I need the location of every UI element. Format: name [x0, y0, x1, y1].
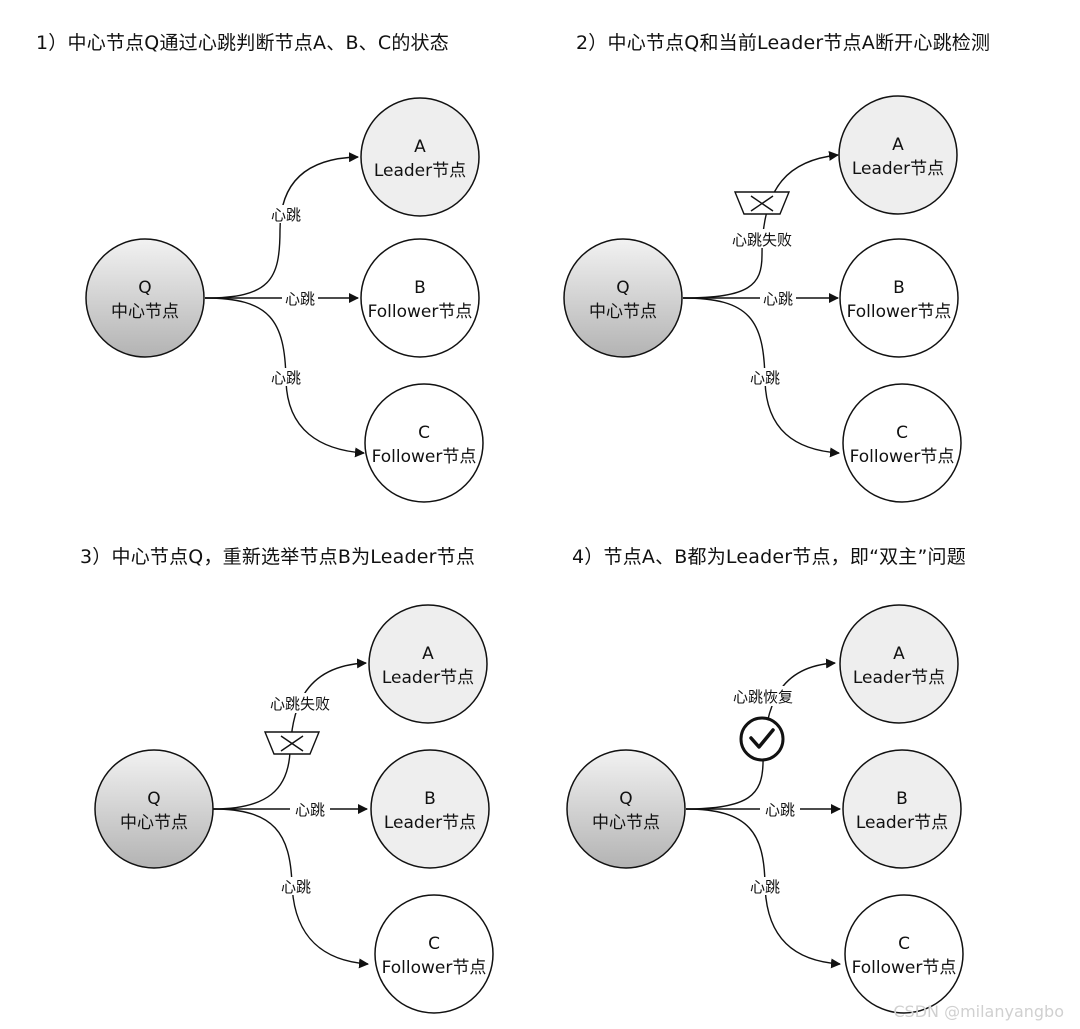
node-b-name: B — [424, 789, 436, 809]
node-q-name: Q — [147, 789, 160, 809]
node-a: A Leader节点 — [838, 95, 958, 215]
edge-label-a: 心跳 — [271, 206, 301, 224]
node-c-role: Follower节点 — [850, 447, 955, 467]
node-b-role: Follower节点 — [847, 302, 952, 322]
edge-label-c: 心跳 — [271, 369, 301, 387]
node-a-role: Leader节点 — [374, 161, 466, 181]
crossed-trapezoid-icon — [263, 731, 321, 755]
node-q: Q 中心节点 — [85, 238, 205, 358]
watermark: CSDN @milanyangbo — [893, 1002, 1064, 1021]
node-c: C Follower节点 — [364, 383, 484, 503]
node-q: Q 中心节点 — [94, 749, 214, 869]
node-a-role: Leader节点 — [853, 668, 945, 688]
node-b-name: B — [893, 278, 905, 298]
node-q-name: Q — [619, 789, 632, 809]
node-q-role: 中心节点 — [111, 302, 179, 322]
node-a-name: A — [893, 644, 905, 664]
node-c: C Follower节点 — [844, 894, 964, 1014]
node-q-name: Q — [616, 278, 629, 298]
node-c-name: C — [418, 423, 430, 443]
node-a-role: Leader节点 — [382, 668, 474, 688]
node-a-name: A — [892, 135, 904, 155]
node-q: Q 中心节点 — [563, 238, 683, 358]
panel-title: 4）节点A、B都为Leader节点，即“双主”问题 — [572, 546, 966, 568]
panel-title: 1）中心节点Q通过心跳判断节点A、B、C的状态 — [36, 32, 449, 54]
edge-label-b: 心跳 — [285, 290, 315, 308]
diagram-4: 心跳恢复 心跳 心跳 Q 中心节点 A Leader节点 B Leader节点 … — [566, 604, 964, 1014]
diagram-1: 心跳 心跳 心跳 Q 中心节点 A Leader节点 B Follower节点 … — [85, 97, 484, 503]
edge-q-a — [685, 658, 836, 810]
node-c-name: C — [898, 934, 910, 954]
edge-label-c: 心跳 — [281, 878, 311, 896]
panel-2: 2）中心节点Q和当前Leader节点A断开心跳检测 心跳失败 心跳 心跳 Q 中… — [540, 0, 1080, 514]
node-b-name: B — [414, 278, 426, 298]
node-b: B Follower节点 — [360, 238, 480, 358]
edge-label-c: 心跳 — [750, 878, 780, 896]
edge-label-b: 心跳 — [765, 801, 795, 819]
node-a: A Leader节点 — [368, 604, 488, 724]
panel-4: 4）节点A、B都为Leader节点，即“双主”问题 心跳恢复 心跳 心跳 Q 中… — [540, 514, 1080, 1028]
panel-title: 2）中心节点Q和当前Leader节点A断开心跳检测 — [576, 32, 991, 54]
node-q-role: 中心节点 — [589, 302, 657, 322]
panel-3: 3）中心节点Q，重新选举节点B为Leader节点 心跳失败 心跳 心跳 Q 中心… — [0, 514, 540, 1028]
check-circle-icon — [739, 716, 785, 762]
node-b: B Leader节点 — [370, 749, 490, 869]
node-q-role: 中心节点 — [120, 813, 188, 833]
panel-title: 3）中心节点Q，重新选举节点B为Leader节点 — [80, 546, 476, 568]
node-b: B Follower节点 — [839, 238, 959, 358]
node-b-role: Follower节点 — [368, 302, 473, 322]
node-b-role: Leader节点 — [384, 813, 476, 833]
node-c-name: C — [428, 934, 440, 954]
node-a-name: A — [422, 644, 434, 664]
node-b-role: Leader节点 — [856, 813, 948, 833]
node-q-role: 中心节点 — [592, 813, 660, 833]
node-c-role: Follower节点 — [382, 958, 487, 978]
node-q-name: Q — [138, 278, 151, 298]
node-b-name: B — [896, 789, 908, 809]
edge-label-a: 心跳失败 — [732, 231, 792, 249]
node-a-name: A — [414, 137, 426, 157]
edge-label-c: 心跳 — [750, 369, 780, 387]
node-c-role: Follower节点 — [852, 958, 957, 978]
edge-label-b: 心跳 — [295, 801, 325, 819]
node-b: B Leader节点 — [842, 749, 962, 869]
node-c: C Follower节点 — [842, 383, 962, 503]
panel-1: 1）中心节点Q通过心跳判断节点A、B、C的状态 心跳 心跳 心跳 Q 中心节点 … — [0, 0, 540, 514]
node-q: Q 中心节点 — [566, 749, 686, 869]
node-a: A Leader节点 — [360, 97, 480, 217]
diagram-2: 心跳失败 心跳 心跳 Q 中心节点 A Leader节点 B Follower节… — [563, 95, 962, 503]
crossed-trapezoid-icon — [733, 191, 791, 215]
edge-label-a: 心跳恢复 — [733, 688, 793, 706]
edge-q-a — [204, 152, 359, 299]
diagram-3: 心跳失败 心跳 心跳 Q 中心节点 A Leader节点 B Leader节点 … — [94, 604, 494, 1014]
edge-label-a: 心跳失败 — [270, 695, 330, 713]
node-c: C Follower节点 — [374, 894, 494, 1014]
node-c-role: Follower节点 — [372, 447, 477, 467]
node-a-role: Leader节点 — [852, 159, 944, 179]
node-c-name: C — [896, 423, 908, 443]
edge-label-b: 心跳 — [763, 290, 793, 308]
edge-q-a — [682, 150, 839, 299]
node-a: A Leader节点 — [839, 604, 959, 724]
